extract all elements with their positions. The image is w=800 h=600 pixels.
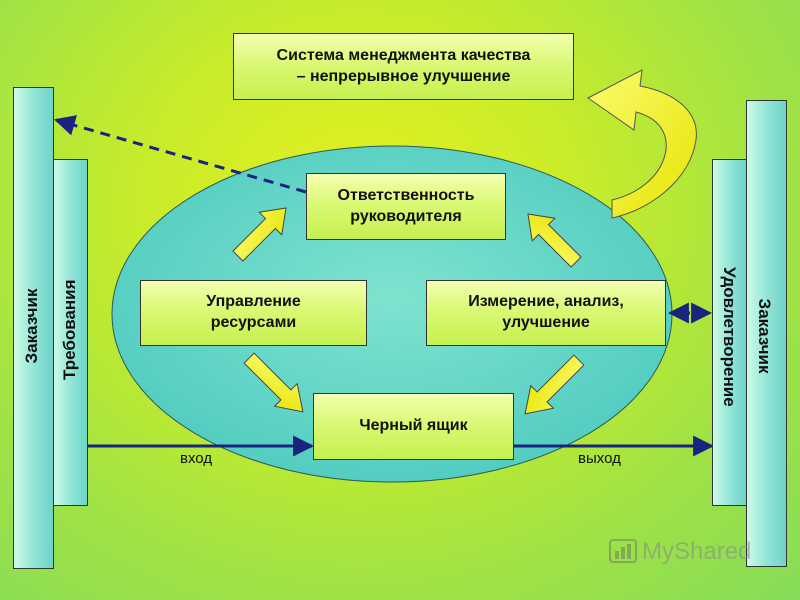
arrow-measurement-to-responsibility xyxy=(527,213,582,268)
arrow-measurement-to-blackbox xyxy=(524,354,585,415)
resources-box: Управление ресурсами xyxy=(140,280,367,346)
right-customer-label: Заказчик xyxy=(755,298,774,374)
right-customer-bar xyxy=(746,100,787,567)
input-label: вход xyxy=(180,450,213,467)
black-box: Черный ящик xyxy=(313,393,514,460)
right-satisfaction-label: Удовлетворение xyxy=(720,267,739,407)
left-requirements-label: Требования xyxy=(60,279,79,380)
watermark-text: MyShared xyxy=(642,538,752,565)
arrow-resources-to-responsibility xyxy=(232,207,287,262)
left-requirements-bar xyxy=(53,159,88,506)
left-customer-label: Заказчик xyxy=(22,288,41,364)
feedback-dashed-arrow xyxy=(53,115,307,194)
watermark-icon xyxy=(609,539,637,563)
continuous-improvement-arrow xyxy=(587,69,697,219)
quality-system-title-box: Система менеджмента качества – непрерывн… xyxy=(233,33,574,100)
measurement-box: Измерение, анализ, улучшение xyxy=(426,280,666,346)
arrow-resources-to-blackbox xyxy=(243,352,304,413)
output-label: выход xyxy=(578,450,621,467)
responsibility-box: Ответственность руководителя xyxy=(306,173,506,240)
